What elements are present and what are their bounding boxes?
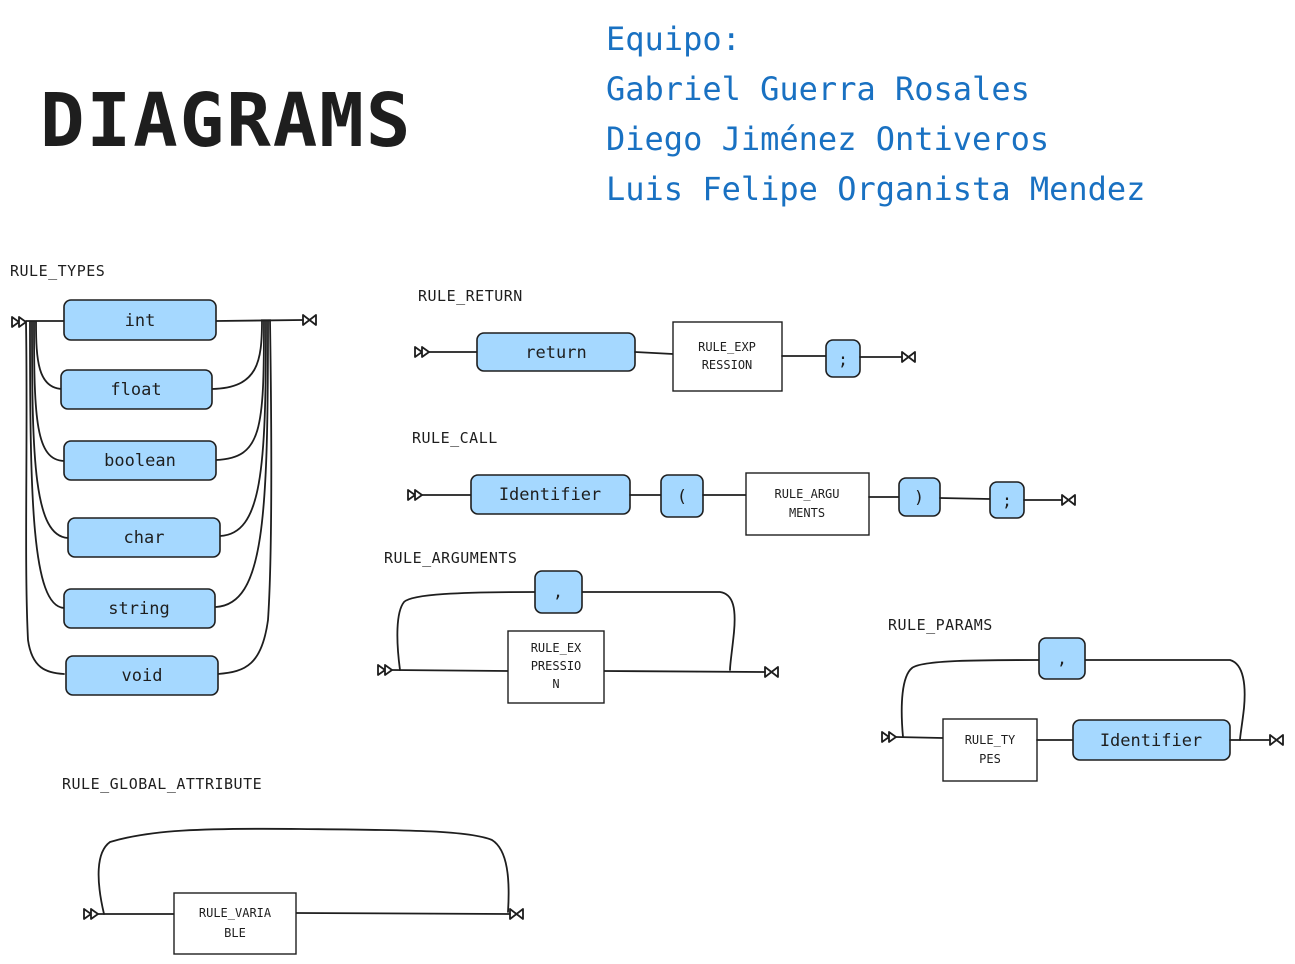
- end-marker: [509, 908, 524, 920]
- types-option-char: [67, 517, 221, 558]
- types-option-label: boolean: [104, 451, 176, 471]
- params-identifier-label: Identifier: [1100, 731, 1202, 751]
- call-close-paren: [898, 477, 941, 517]
- start-marker: [414, 346, 430, 358]
- end-marker: [764, 666, 779, 678]
- call-arguments-box: [745, 472, 870, 536]
- loop: [900, 659, 1040, 738]
- params-comma-label: ,: [1057, 649, 1067, 669]
- types-option-float: [60, 369, 213, 410]
- branch-right: [215, 319, 265, 461]
- return-semicolon-label: ;: [838, 350, 848, 370]
- return-expression-box: [672, 321, 783, 392]
- rail: [939, 497, 991, 500]
- arguments-expression-box: [507, 630, 605, 704]
- branch-right: [219, 319, 267, 537]
- rule-params-label: RULE_PARAMS: [888, 616, 993, 634]
- rule-call-diagram: Identifier ( RULE_ARGU MENTS ) ;: [407, 472, 1076, 536]
- params-types-line: RULE_TY: [965, 733, 1016, 747]
- team-member: Diego Jiménez Ontiveros: [606, 120, 1050, 158]
- return-expression-line: RULE_EXP: [698, 340, 756, 354]
- arguments-expression-line: N: [552, 677, 559, 691]
- rule-types-diagram: int float boolean char string void: [11, 299, 317, 696]
- types-option-string: [63, 588, 216, 629]
- rail: [295, 912, 511, 915]
- types-option-label: int: [125, 311, 156, 331]
- params-types-box: [942, 718, 1038, 782]
- team-block: Equipo: Gabriel Guerra Rosales Diego Jim…: [606, 14, 1145, 214]
- branch-left: [25, 321, 65, 675]
- branch-right: [211, 319, 263, 390]
- global-variable-line: RULE_VARIA: [199, 906, 272, 920]
- start-marker: [881, 731, 897, 743]
- rule-arguments-label: RULE_ARGUMENTS: [384, 549, 518, 567]
- loop: [396, 591, 536, 671]
- end-marker: [901, 351, 916, 363]
- rule-types-label: RULE_TYPES: [10, 262, 106, 280]
- team-member: Gabriel Guerra Rosales: [606, 70, 1030, 108]
- end-marker: [1061, 494, 1076, 506]
- loop: [1084, 659, 1246, 741]
- params-types-line: PES: [979, 752, 1001, 766]
- return-keyword-label: return: [525, 343, 586, 363]
- loop: [97, 827, 510, 915]
- call-close-paren-label: ): [914, 488, 924, 508]
- call-open-paren-label: (: [677, 487, 687, 507]
- return-semicolon: [825, 339, 861, 378]
- types-option-label: void: [122, 666, 163, 686]
- branch-right: [217, 319, 273, 675]
- end-marker: [1269, 734, 1284, 746]
- call-arguments-line: RULE_ARGU: [774, 487, 839, 501]
- rule-call-label: RULE_CALL: [412, 429, 498, 447]
- rail: [603, 670, 766, 673]
- types-option-label: float: [110, 380, 161, 400]
- types-option-label: char: [124, 528, 165, 548]
- arguments-expression-line: PRESSIO: [531, 659, 582, 673]
- global-variable-line: BLE: [224, 926, 246, 940]
- start-marker: [83, 908, 99, 920]
- arguments-comma: [534, 570, 583, 614]
- branch-right: [215, 319, 269, 608]
- rail: [391, 669, 509, 672]
- rule-return-diagram: return RULE_EXP RESSION ;: [414, 321, 916, 392]
- rail: [634, 351, 674, 355]
- start-marker: [377, 664, 393, 676]
- end-marker: [302, 314, 317, 326]
- start-marker: [407, 489, 423, 501]
- branch-left: [35, 321, 63, 390]
- rule-params-diagram: , RULE_TY PES Identifier: [881, 637, 1284, 782]
- types-option-boolean: [63, 440, 217, 481]
- arguments-comma-label: ,: [553, 582, 563, 602]
- call-open-paren: [660, 474, 704, 518]
- arguments-expression-line: RULE_EX: [531, 641, 582, 655]
- loop: [581, 591, 736, 671]
- branch-left: [31, 321, 69, 539]
- branch-left: [33, 321, 65, 462]
- page-title: DIAGRAMS: [40, 78, 413, 164]
- start-marker: [11, 316, 27, 328]
- types-option-label: string: [108, 599, 169, 619]
- rule-return-label: RULE_RETURN: [418, 287, 523, 305]
- call-semicolon-label: ;: [1002, 491, 1012, 511]
- global-variable-box: [173, 892, 297, 955]
- call-arguments-line: MENTS: [789, 506, 825, 520]
- types-option-void: [65, 655, 219, 696]
- rail: [215, 319, 304, 322]
- params-comma: [1038, 637, 1086, 680]
- team-member: Luis Felipe Organista Mendez: [606, 170, 1146, 208]
- types-option-int: [63, 299, 217, 341]
- return-expression-line: RESSION: [702, 358, 753, 372]
- call-identifier-label: Identifier: [499, 485, 601, 505]
- rule-arguments-diagram: , RULE_EX PRESSIO N: [377, 570, 779, 704]
- branch-left: [29, 321, 65, 609]
- rule-global-attribute-label: RULE_GLOBAL_ATTRIBUTE: [62, 775, 263, 793]
- team-heading: Equipo:: [606, 20, 741, 58]
- rule-global-attribute-diagram: RULE_VARIA BLE: [83, 827, 524, 955]
